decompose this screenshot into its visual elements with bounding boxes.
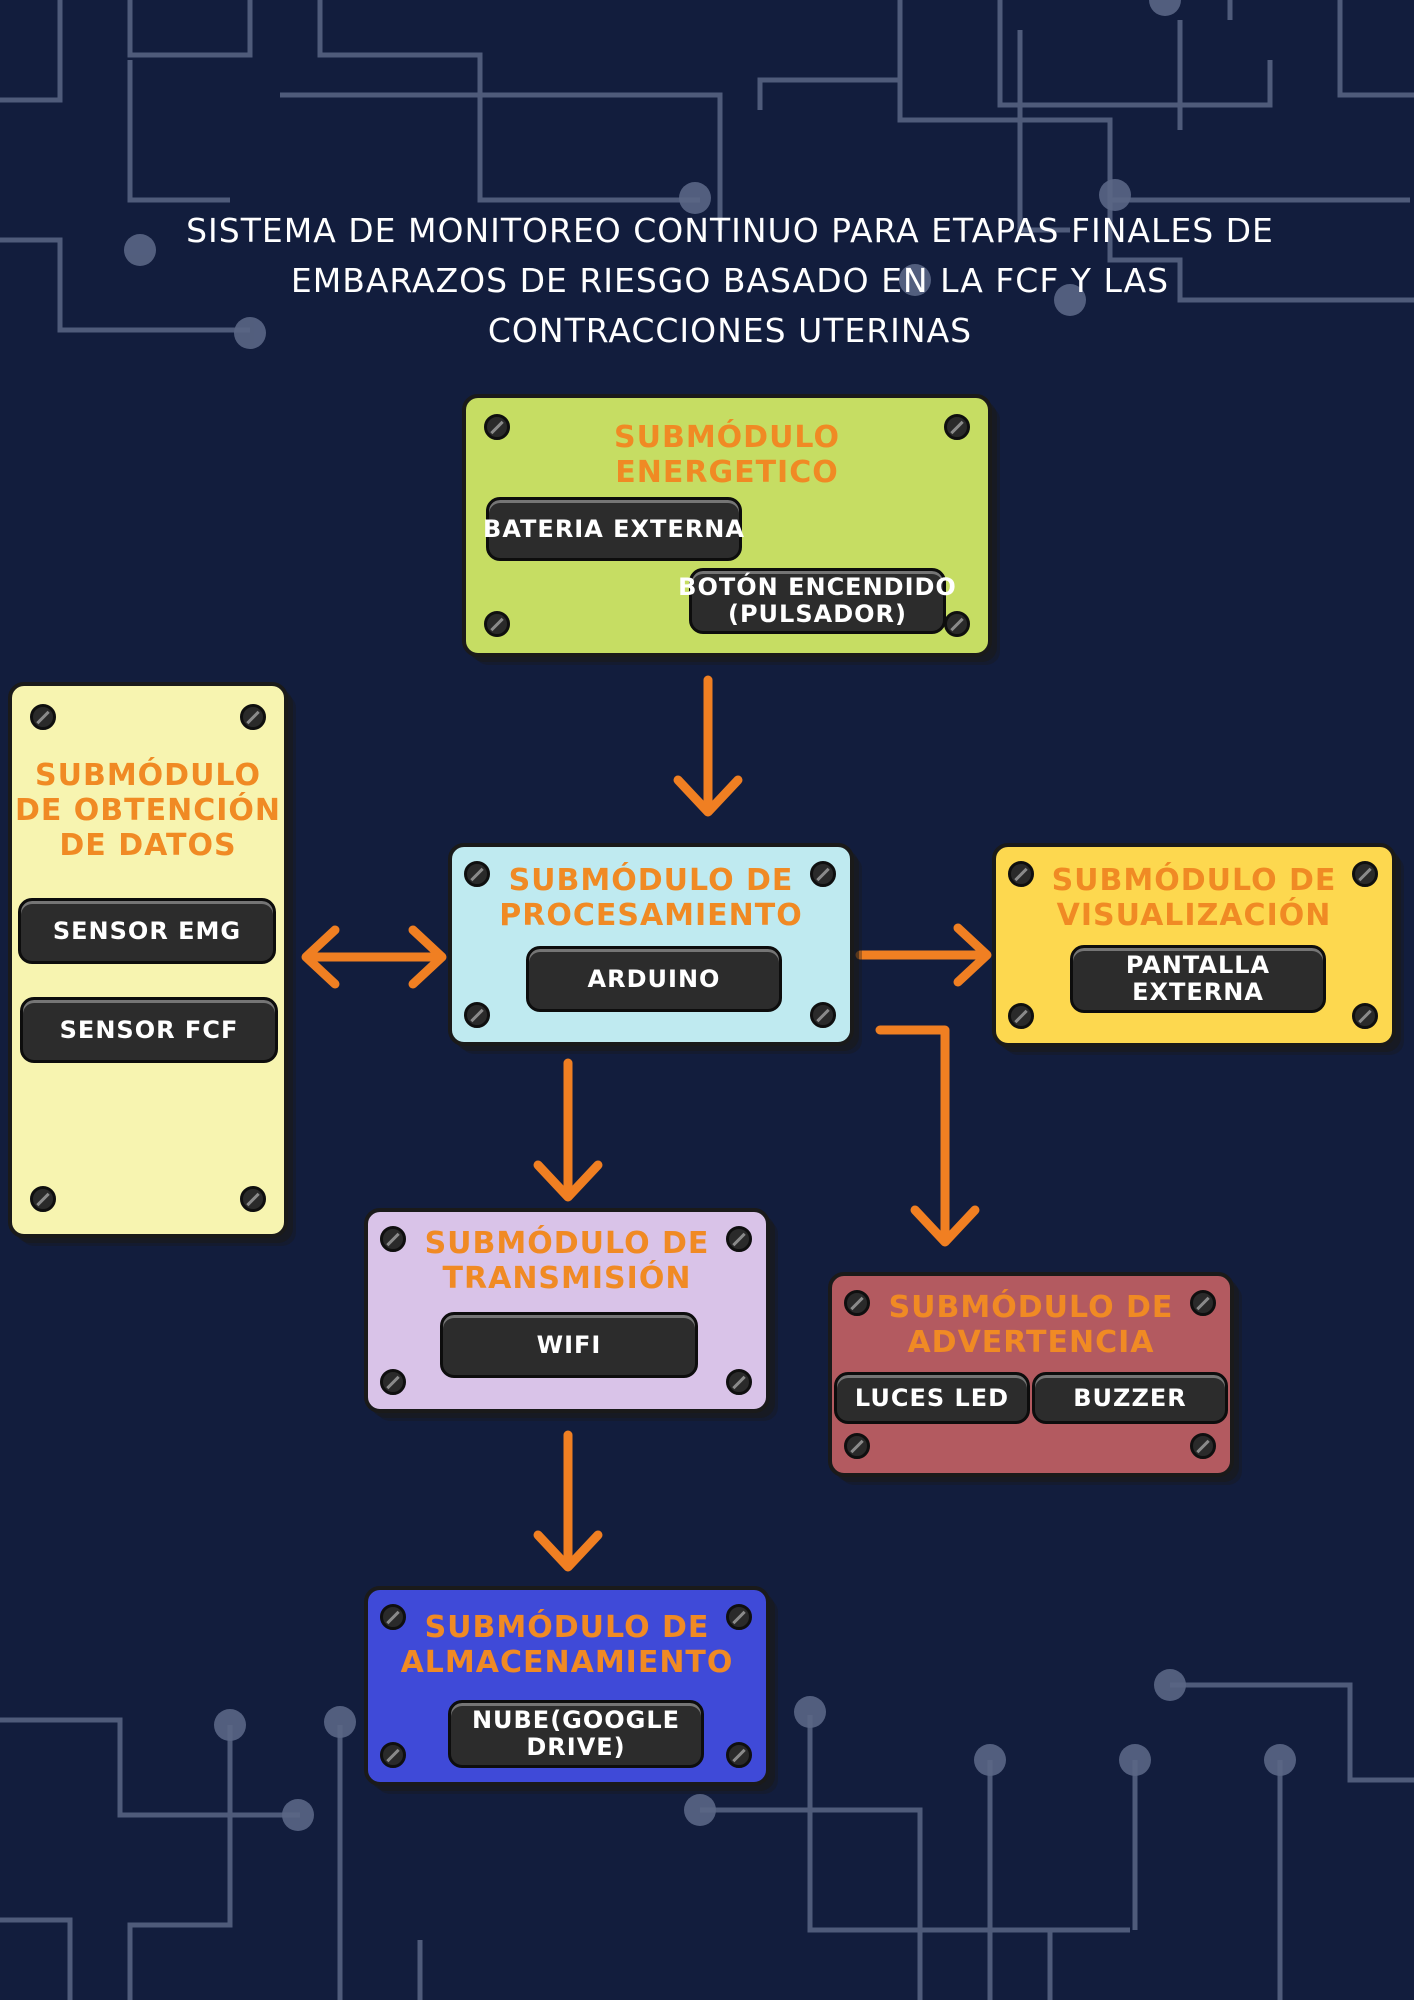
module-title-line: SUBMÓDULO DE: [1051, 863, 1337, 898]
module-title-line: VISUALIZACIÓN: [1056, 898, 1332, 933]
screw-icon: [464, 861, 490, 887]
component-label: SENSOR FCF: [59, 1015, 239, 1044]
screw-icon: [484, 414, 510, 440]
module-title-line: PROCESAMIENTO: [499, 898, 803, 933]
module-title-line: SUBMÓDULO DE: [424, 1610, 710, 1645]
screw-icon: [1190, 1290, 1216, 1316]
component-label: ARDUINO: [587, 964, 721, 993]
module-title-line: SUBMÓDULO DE: [508, 863, 794, 898]
module-title: SUBMÓDULO DE ALMACENAMIENTO: [368, 1610, 766, 1680]
screw-icon: [1352, 861, 1378, 887]
component-label: PANTALLA: [1125, 951, 1271, 979]
module-title-line: ALMACENAMIENTO: [400, 1645, 734, 1680]
component-pantalla-externa: PANTALLA EXTERNA: [1070, 945, 1326, 1013]
screw-icon: [380, 1226, 406, 1252]
screw-icon: [944, 414, 970, 440]
component-bateria-externa: BATERIA EXTERNA: [483, 497, 745, 561]
screw-icon: [810, 1002, 836, 1028]
module-title-line: ENERGETICO: [615, 455, 839, 490]
screw-icon: [1008, 1003, 1034, 1029]
screw-icon: [844, 1290, 870, 1316]
module-energetico: SUBMÓDULO ENERGETICO BATERIA EXTERNA BOT…: [462, 394, 992, 657]
screw-icon: [944, 611, 970, 637]
screw-icon: [1190, 1433, 1216, 1459]
screw-icon: [30, 1186, 56, 1212]
module-title: SUBMÓDULO DE VISUALIZACIÓN: [996, 863, 1392, 933]
screw-icon: [240, 1186, 266, 1212]
screw-icon: [810, 861, 836, 887]
screw-icon: [240, 704, 266, 730]
screw-icon: [464, 1002, 490, 1028]
component-wifi: WIFI: [440, 1312, 698, 1378]
screw-icon: [30, 704, 56, 730]
component-label: WIFI: [536, 1330, 602, 1359]
module-advertencia: SUBMÓDULO DE ADVERTENCIA LUCES LED BUZZE…: [828, 1272, 1234, 1477]
module-title: SUBMÓDULO ENERGETICO: [466, 420, 988, 490]
module-visualizacion: SUBMÓDULO DE VISUALIZACIÓN PANTALLA EXTE…: [992, 843, 1396, 1047]
screw-icon: [726, 1369, 752, 1395]
module-transmision: SUBMÓDULO DE TRANSMISIÓN WIFI: [364, 1208, 770, 1413]
module-title-line: DE OBTENCIÓN: [14, 793, 282, 828]
module-title: SUBMÓDULO DE ADVERTENCIA: [832, 1290, 1230, 1360]
component-label: LUCES LED: [854, 1383, 1010, 1412]
component-sensor-fcf: SENSOR FCF: [20, 997, 278, 1063]
screw-icon: [726, 1226, 752, 1252]
title-line: SISTEMA DE MONITOREO CONTINUO PARA ETAPA…: [186, 211, 1274, 250]
screw-icon: [484, 611, 510, 637]
module-title-line: SUBMÓDULO: [613, 420, 840, 455]
component-arduino: ARDUINO: [526, 946, 782, 1012]
component-nube-google-drive: NUBE(GOOGLE DRIVE): [448, 1700, 704, 1768]
module-title-line: SUBMÓDULO: [34, 758, 261, 793]
component-luces-led: LUCES LED: [834, 1372, 1030, 1424]
screw-icon: [726, 1604, 752, 1630]
component-label: (PULSADOR): [728, 600, 907, 628]
screw-icon: [844, 1433, 870, 1459]
component-label: EXTERNA: [1132, 978, 1264, 1006]
screw-icon: [1352, 1003, 1378, 1029]
module-title-line: DE DATOS: [59, 828, 237, 863]
screw-icon: [726, 1742, 752, 1768]
module-title: SUBMÓDULO DE OBTENCIÓN DE DATOS: [12, 758, 284, 863]
component-boton-encendido: BOTÓN ENCENDIDO (PULSADOR): [678, 568, 956, 634]
module-title-line: SUBMÓDULO DE: [424, 1226, 710, 1261]
title-line: EMBARAZOS DE RIESGO BASADO EN LA FCF Y L…: [290, 261, 1170, 300]
screw-icon: [380, 1369, 406, 1395]
module-procesamiento: SUBMÓDULO DE PROCESAMIENTO ARDUINO: [448, 843, 854, 1046]
screw-icon: [1008, 861, 1034, 887]
module-title-line: TRANSMISIÓN: [442, 1261, 692, 1296]
module-almacenamiento: SUBMÓDULO DE ALMACENAMIENTO NUBE(GOOGLE …: [364, 1586, 770, 1786]
component-label: BUZZER: [1073, 1383, 1187, 1412]
component-label: NUBE(GOOGLE: [471, 1706, 681, 1734]
screw-icon: [380, 1604, 406, 1630]
module-title: SUBMÓDULO DE TRANSMISIÓN: [368, 1226, 766, 1296]
component-label: BATERIA EXTERNA: [483, 514, 745, 543]
component-label: BOTÓN ENCENDIDO: [678, 573, 957, 601]
component-buzzer: BUZZER: [1032, 1372, 1228, 1424]
module-title-line: ADVERTENCIA: [907, 1325, 1155, 1360]
title-line: CONTRACCIONES UTERINAS: [487, 311, 973, 350]
component-label: DRIVE): [526, 1733, 626, 1761]
component-label: SENSOR EMG: [52, 916, 242, 945]
module-title: SUBMÓDULO DE PROCESAMIENTO: [452, 863, 850, 933]
diagram-title: SISTEMA DE MONITOREO CONTINUO PARA ETAPA…: [110, 206, 1350, 356]
module-title-line: SUBMÓDULO DE: [888, 1290, 1174, 1325]
screw-icon: [380, 1742, 406, 1768]
module-obtencion-de-datos: SUBMÓDULO DE OBTENCIÓN DE DATOS SENSOR E…: [8, 682, 288, 1238]
component-sensor-emg: SENSOR EMG: [18, 898, 276, 964]
